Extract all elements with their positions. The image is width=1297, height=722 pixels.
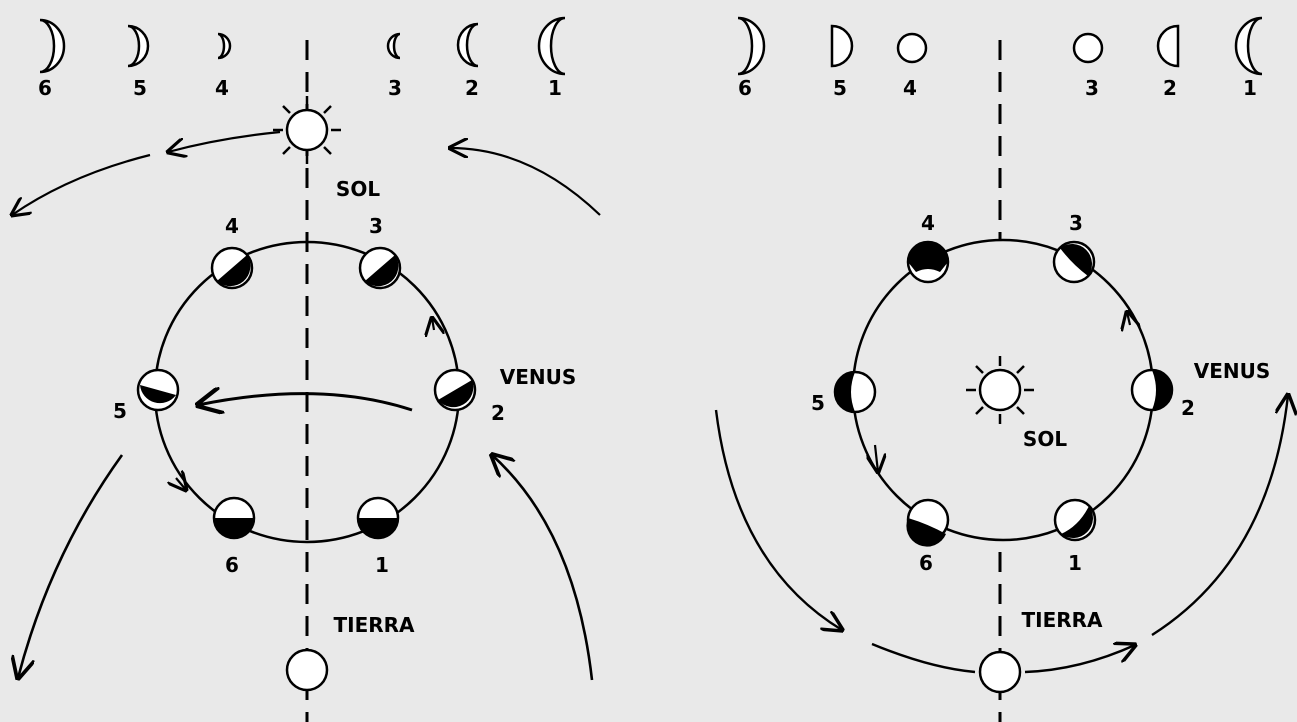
left-venus-phase-6 xyxy=(212,496,256,540)
left-deferent-arrow-inner xyxy=(198,394,413,410)
right-orbit-arrow-down xyxy=(875,444,878,472)
left-strip-num-2: 2 xyxy=(465,76,479,100)
left-epicycle-arrow-up xyxy=(432,318,434,330)
right-orbit-num-3: 3 xyxy=(1069,211,1083,235)
right-strip-num-3: 3 xyxy=(1085,76,1099,100)
right-earth-arc-right xyxy=(1151,395,1288,637)
left-sun-arc-upper xyxy=(450,148,601,216)
right-strip-num-6: 6 xyxy=(738,76,752,100)
left-strip-num-5: 5 xyxy=(133,76,147,100)
left-phase-6-crescent xyxy=(39,18,66,74)
right-phase-3-full xyxy=(1072,32,1104,64)
left-phase-2-crescent xyxy=(456,22,479,68)
right-strip-num-4: 4 xyxy=(903,76,917,100)
right-venus-phase-3 xyxy=(1052,240,1096,284)
right-strip-num-1: 1 xyxy=(1243,76,1257,100)
right-earth-icon xyxy=(978,650,1022,694)
left-phase-strip xyxy=(39,16,566,76)
right-venus-phase-5 xyxy=(833,370,877,414)
right-phase-strip-numbers: 6 5 4 3 2 1 xyxy=(738,76,1257,100)
right-orbit-num-4: 4 xyxy=(921,211,935,235)
left-strip-num-4: 4 xyxy=(215,76,229,100)
right-phase-strip xyxy=(737,16,1263,76)
right-earth-arc-bottom-right xyxy=(1024,645,1135,674)
left-sun-icon xyxy=(273,96,341,164)
right-panel: 6 5 4 3 2 1 SOL xyxy=(714,16,1288,722)
right-orbit-arrow-up xyxy=(1127,312,1130,325)
right-earth-arc-left xyxy=(714,409,842,630)
left-sun-label: SOL xyxy=(336,177,380,201)
left-phase-3-crescent xyxy=(386,32,401,60)
left-orbit-num-6: 6 xyxy=(225,553,239,577)
left-earth-label: TIERRA xyxy=(333,613,415,637)
left-orbit-num-5: 5 xyxy=(113,399,127,423)
right-orbit-num-1: 1 xyxy=(1068,551,1082,575)
left-orbit-num-3: 3 xyxy=(369,214,383,238)
right-sun-label: SOL xyxy=(1023,427,1067,451)
left-venus-phase-3 xyxy=(358,246,402,290)
right-earth-arc-bottom-left xyxy=(871,642,976,674)
right-phase-1-crescent xyxy=(1234,16,1263,76)
right-orbit-num-2: 2 xyxy=(1181,396,1195,420)
right-orbit-num-6: 6 xyxy=(919,551,933,575)
left-phase-4-crescent xyxy=(217,32,232,60)
left-strip-num-1: 1 xyxy=(548,76,562,100)
right-venus-phase-1 xyxy=(1053,498,1097,542)
left-sun-arc-far xyxy=(12,153,151,215)
left-venus-phase-1 xyxy=(356,496,400,540)
left-strip-num-3: 3 xyxy=(388,76,402,100)
right-venus-label: VENUS xyxy=(1194,359,1271,383)
right-venus-phase-6 xyxy=(906,498,950,547)
right-strip-num-5: 5 xyxy=(833,76,847,100)
right-venus-phase-2 xyxy=(1130,368,1174,412)
right-phase-2-half xyxy=(1156,24,1180,68)
right-sun-icon xyxy=(966,356,1034,424)
right-phase-4-full xyxy=(896,32,928,64)
left-venus-phase-4 xyxy=(210,246,254,290)
right-phase-6-crescent xyxy=(737,16,766,76)
right-orbit-num-5: 5 xyxy=(811,391,825,415)
left-deferent-arrow-lower-right xyxy=(492,455,594,681)
left-earth-icon xyxy=(285,648,329,692)
left-orbit-num-2: 2 xyxy=(491,401,505,425)
right-venus-phase-4 xyxy=(906,240,950,284)
left-orbit-num-4: 4 xyxy=(225,214,239,238)
left-venus-label: VENUS xyxy=(500,365,577,389)
left-deferent-arrow-lower-left xyxy=(18,454,124,678)
left-panel: 6 5 4 3 2 1 SOL xyxy=(12,16,601,722)
right-earth-label: TIERRA xyxy=(1021,608,1103,632)
left-epicycle-arrow-down xyxy=(176,478,186,490)
right-phase-5-half xyxy=(830,24,854,68)
left-venus-phase-5 xyxy=(136,368,180,412)
right-strip-num-2: 2 xyxy=(1163,76,1177,100)
left-phase-5-crescent xyxy=(127,24,150,68)
left-sun-arc-mid xyxy=(168,130,281,152)
left-phase-strip-numbers: 6 5 4 3 2 1 xyxy=(38,76,562,100)
left-orbit-num-1: 1 xyxy=(375,553,389,577)
left-phase-1-crescent xyxy=(537,16,566,76)
left-strip-num-6: 6 xyxy=(38,76,52,100)
left-venus-phase-2 xyxy=(433,368,477,412)
